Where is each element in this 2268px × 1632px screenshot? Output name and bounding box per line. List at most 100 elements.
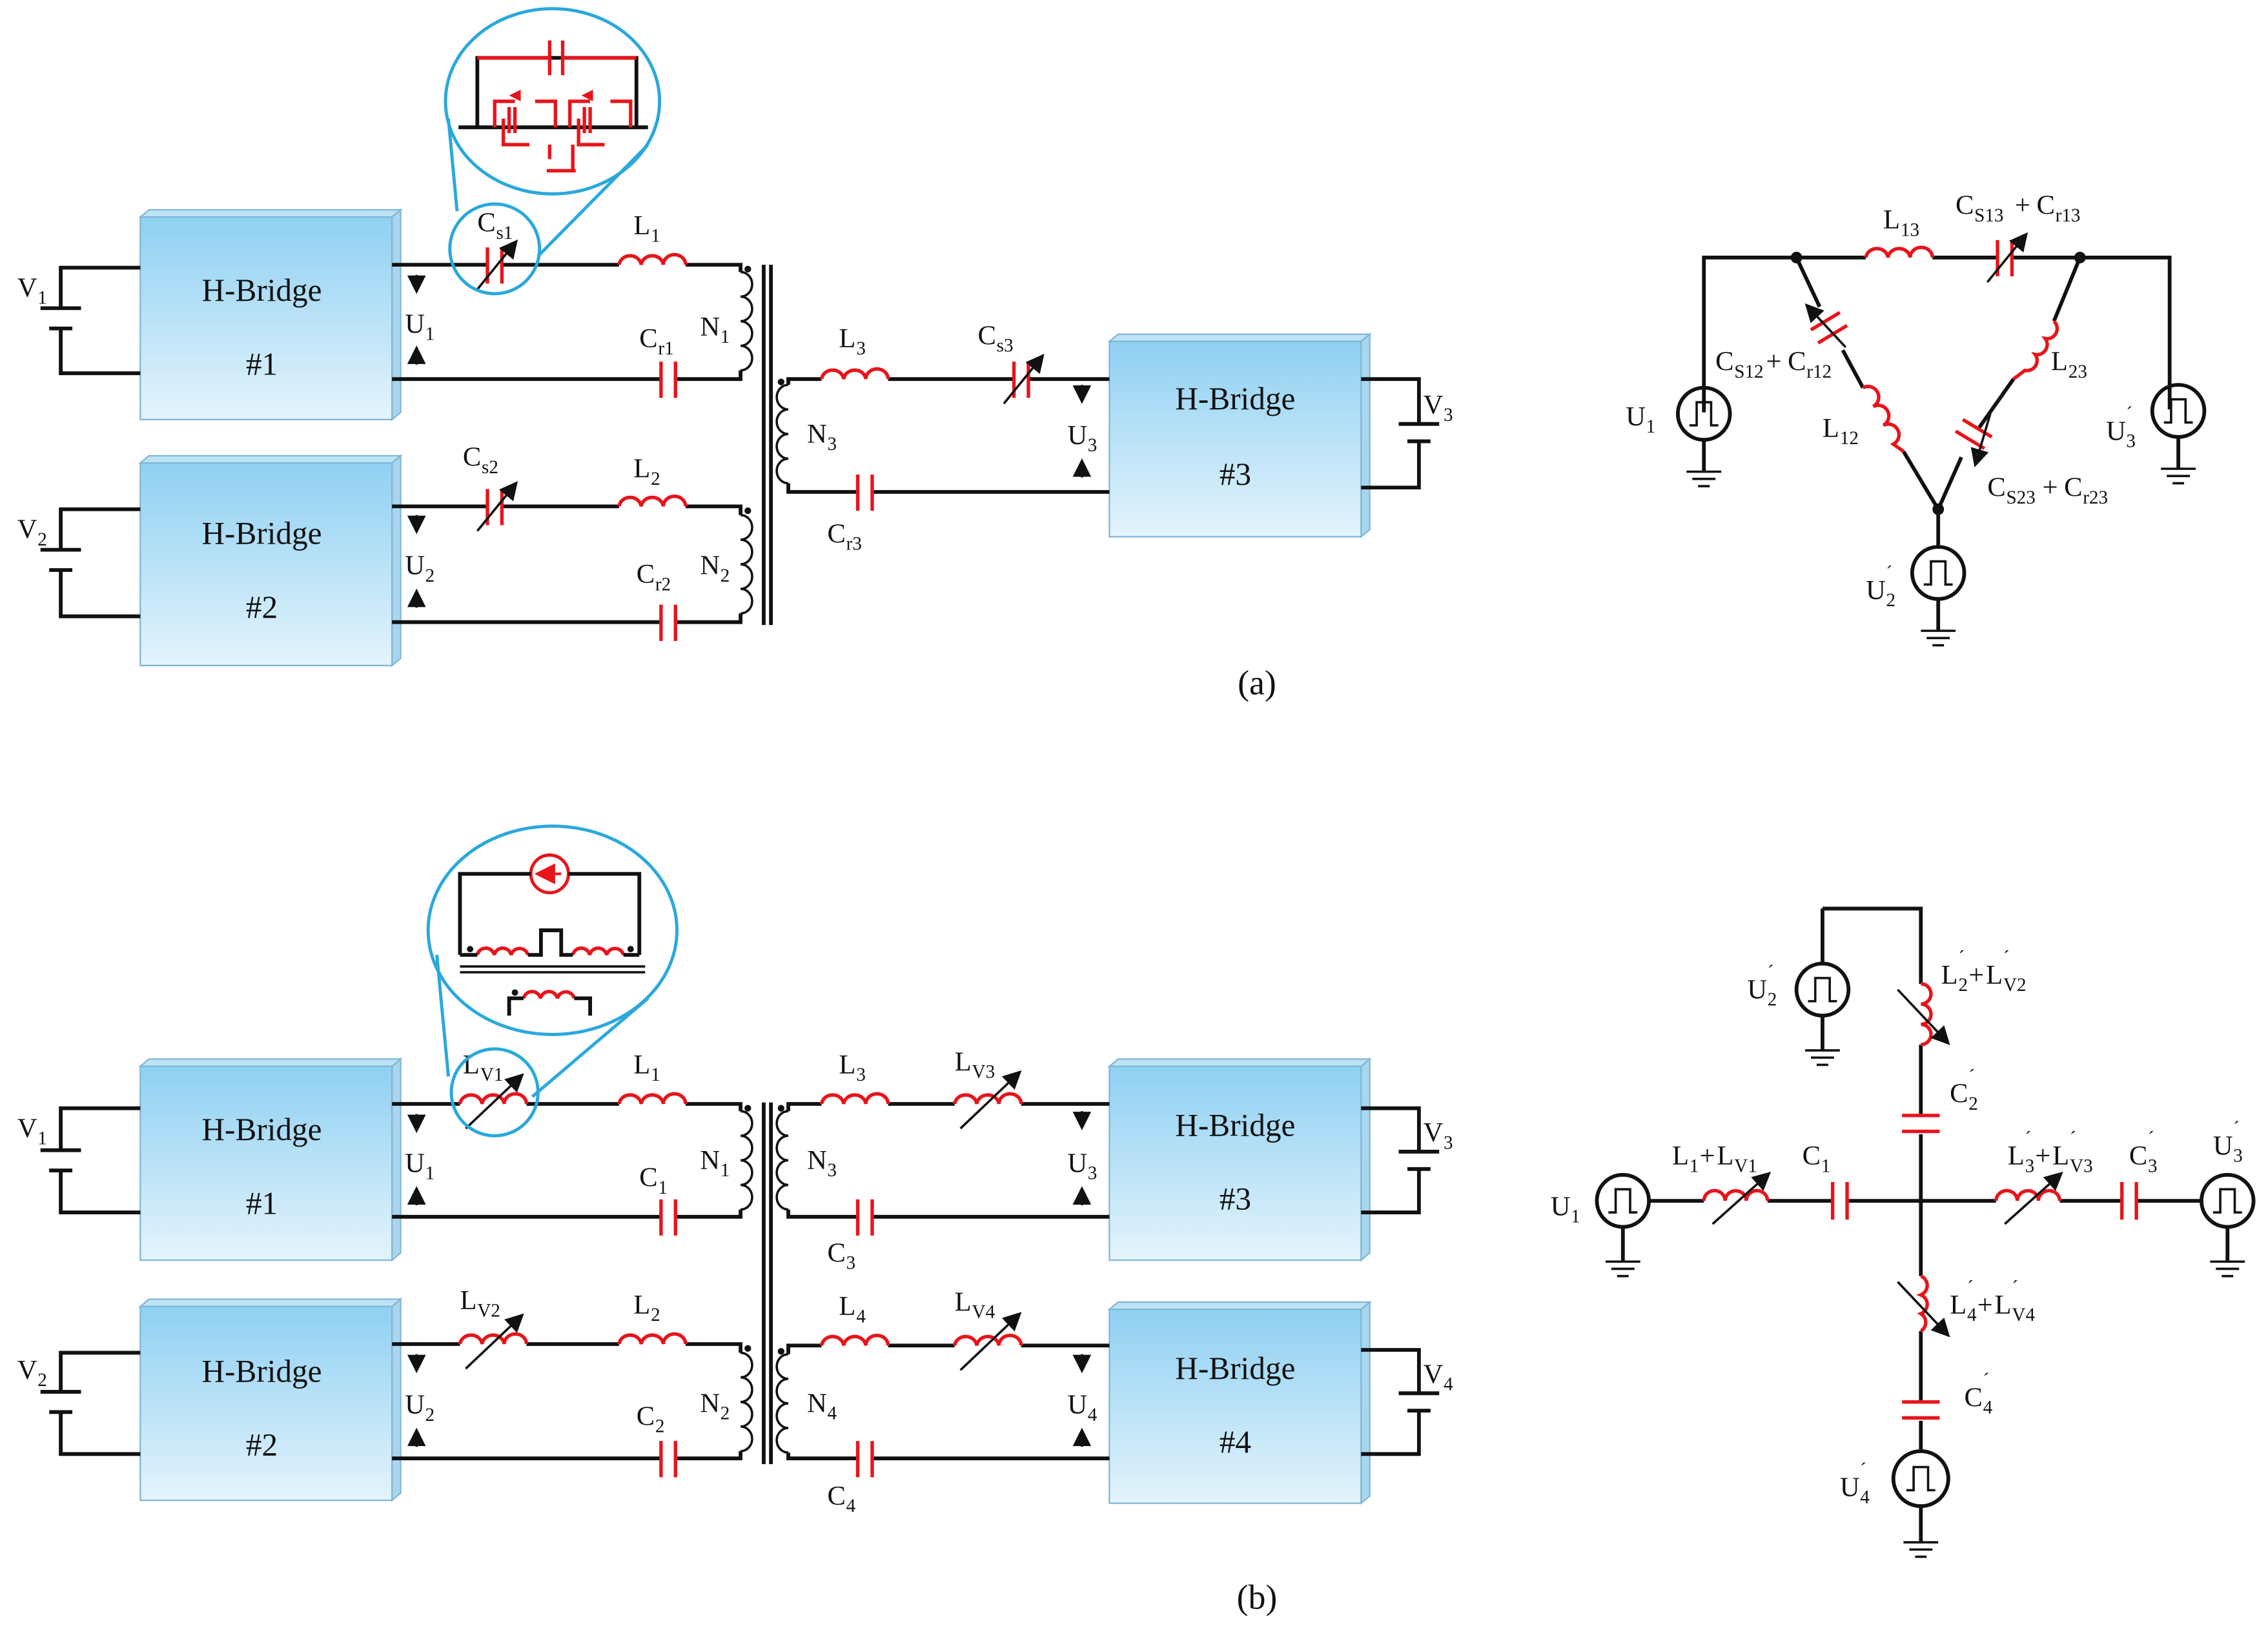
svg-text:+: + [1766, 347, 1782, 377]
svg-text:L: L [1717, 1141, 1733, 1171]
dc-source-v4: V 4 [1361, 1348, 1453, 1456]
n3-label: N [807, 419, 827, 449]
dc-source-v2: V 2 [17, 507, 141, 618]
h-bridge-1: H-Bridge #1 [138, 208, 403, 422]
svg-text:1: 1 [37, 1128, 47, 1149]
ac-source-u3: U 3 ´ [2106, 383, 2207, 485]
svg-text:H-Bridge: H-Bridge [201, 1353, 322, 1389]
svg-text:r1: r1 [658, 338, 673, 359]
h-bridge-title: H-Bridge [201, 272, 322, 308]
svg-text:#4: #4 [1220, 1424, 1251, 1460]
h-bridge-3: H-Bridge #3 [1107, 332, 1372, 538]
svg-text:´: ´ [2003, 948, 2010, 968]
svg-text:U: U [1840, 1472, 1860, 1502]
l1-label: L [633, 210, 650, 241]
svg-text:´: ´ [1983, 1370, 1990, 1391]
svg-text:V: V [1424, 1360, 1444, 1390]
svg-text:1: 1 [1821, 1156, 1831, 1176]
cr3-label: C [828, 518, 846, 549]
svg-text:s2: s2 [482, 457, 498, 478]
u2-label: U [405, 551, 425, 581]
svg-text:C: C [637, 1402, 655, 1432]
zoom-callout-variable-inductor [426, 824, 679, 1137]
svg-text:+: + [2015, 190, 2030, 221]
zoom-callout-switched-capacitor [444, 6, 662, 296]
svg-text:r3: r3 [846, 534, 862, 555]
svg-text:U: U [1866, 575, 1886, 606]
svg-text:L: L [1995, 1290, 2012, 1320]
svg-text:´: ´ [2070, 1128, 2076, 1149]
svg-text:2: 2 [37, 529, 47, 550]
svg-text:L: L [633, 1290, 650, 1320]
svg-text:#2: #2 [246, 1427, 278, 1463]
port-1-circuit: C s1 L 1 C r1 N 1 [392, 208, 753, 398]
svg-text:N: N [807, 1145, 827, 1176]
svg-text:23: 23 [2069, 362, 2087, 382]
svg-text:1: 1 [720, 1160, 730, 1181]
n1-label: N [700, 312, 720, 342]
svg-text:3: 3 [1088, 435, 1098, 456]
h-bridge-title: H-Bridge [201, 516, 322, 551]
ac-source-u2: U 2 ´ [1747, 961, 1851, 1066]
svg-text:3: 3 [2025, 1156, 2035, 1176]
svg-text:C: C [1803, 1141, 1821, 1171]
svg-text:2: 2 [651, 469, 660, 489]
svg-text:L: L [955, 1287, 972, 1317]
dc-source-v1: V 1 [17, 265, 141, 376]
svg-text:3: 3 [2148, 1156, 2158, 1176]
svg-text:V: V [17, 1114, 37, 1144]
h-bridge-number: #3 [1220, 456, 1251, 492]
svg-text:1: 1 [37, 288, 47, 309]
v3-label: V [1424, 390, 1444, 420]
svg-text:V: V [17, 1355, 37, 1385]
h-bridge-2: H-Bridge #2 [138, 1298, 403, 1502]
svg-text:3: 3 [1444, 405, 1453, 425]
ac-source-u2: U 2 ´ [1866, 509, 1967, 647]
cs12-label: C [1715, 347, 1733, 377]
svg-text:V2: V2 [2003, 975, 2027, 995]
svg-text:r13: r13 [2056, 205, 2081, 226]
svg-text:L: L [839, 1050, 855, 1080]
l3-lv3-label: L [2008, 1141, 2025, 1171]
cs1-label: C [477, 208, 495, 238]
svg-text:1: 1 [651, 1065, 660, 1085]
svg-text:S12: S12 [1734, 362, 1763, 382]
u1-label: U [405, 309, 425, 339]
svg-text:3: 3 [1088, 1163, 1098, 1184]
panel-b: H-Bridge #1 H-Bridge #2 H-Bridge #3 H-Br… [17, 824, 2256, 1617]
cr1-label: C [639, 323, 657, 354]
svg-text:2: 2 [720, 1403, 730, 1424]
h-bridge-4: H-Bridge #4 [1107, 1300, 1372, 1505]
svg-text:1: 1 [1571, 1207, 1580, 1227]
svg-text:2: 2 [1968, 1094, 1978, 1114]
svg-text:V3: V3 [2070, 1156, 2093, 1176]
svg-text:C: C [1965, 1382, 1983, 1413]
svg-text:U: U [1067, 1148, 1087, 1178]
svg-text:4: 4 [1983, 1398, 1993, 1418]
svg-text:+: + [1968, 960, 1984, 990]
svg-text:´: ´ [1860, 1460, 1866, 1480]
svg-text:´: ´ [1886, 562, 1893, 583]
u3-label: U [1067, 420, 1087, 451]
svg-text:L: L [633, 1050, 650, 1080]
svg-text:1: 1 [651, 225, 660, 246]
svg-text:U: U [1747, 974, 1767, 1005]
port-3-circuit: N 3 L 3 C s3 C r3 [775, 320, 1110, 555]
dc-source-v3: V 3 [1361, 377, 1453, 490]
svg-text:V4: V4 [972, 1302, 996, 1323]
svg-text:L: L [955, 1046, 972, 1077]
svg-text:3: 3 [2126, 431, 2136, 452]
u-markers: U 1 U 2 U 3 [405, 274, 1098, 608]
svg-text:2: 2 [425, 1405, 435, 1425]
svg-text:3: 3 [856, 338, 866, 359]
svg-text:s3: s3 [997, 336, 1014, 356]
svg-text:´: ´ [2233, 1118, 2240, 1139]
cs13-label: C [1956, 190, 1974, 221]
svg-text:2: 2 [655, 1416, 665, 1437]
v2-label: V [17, 515, 37, 545]
svg-text:´: ´ [1768, 962, 1774, 983]
svg-text:C: C [639, 1163, 657, 1193]
l23-label: L [2051, 347, 2068, 377]
svg-text:C: C [2037, 190, 2055, 221]
